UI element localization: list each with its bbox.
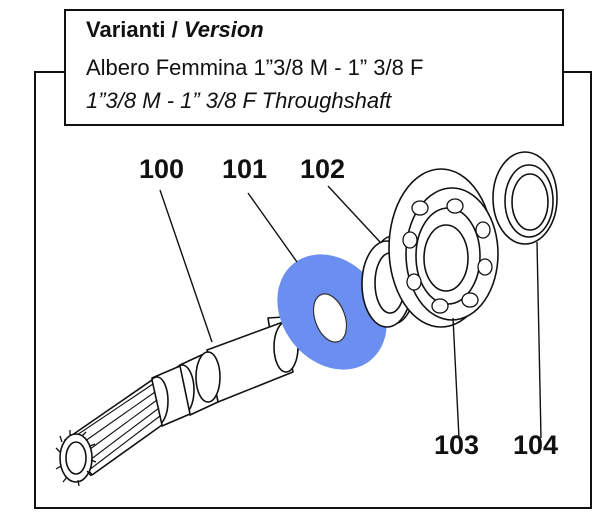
variant-title-it: Varianti bbox=[86, 17, 166, 42]
part-number-101: 101 bbox=[222, 154, 268, 184]
part-number-104: 104 bbox=[513, 430, 559, 460]
part-number-102: 102 bbox=[300, 154, 346, 184]
variant-description-en: 1”3/8 M - 1” 3/8 F Throughshaft bbox=[86, 88, 392, 113]
part-number-103: 103 bbox=[434, 430, 480, 460]
part-number-100: 100 bbox=[139, 154, 185, 184]
seal-part-104 bbox=[492, 151, 558, 245]
variant-description-it: Albero Femmina 1”3/8 M - 1” 3/8 F bbox=[86, 55, 424, 80]
leader-line-104 bbox=[536, 241, 542, 439]
leader-line-103 bbox=[452, 317, 460, 439]
variant-label-box: Varianti / Version Albero Femmina 1”3/8 … bbox=[64, 9, 564, 126]
bearing-part-103 bbox=[388, 168, 499, 328]
variant-title: Varianti / Version bbox=[86, 17, 264, 43]
leader-line-102 bbox=[327, 185, 381, 243]
leader-line-101 bbox=[247, 192, 298, 263]
variant-title-en: Version bbox=[183, 17, 264, 42]
shaft-part-100 bbox=[55, 315, 310, 487]
leader-line-100 bbox=[159, 189, 213, 343]
washer-part-101 bbox=[277, 254, 387, 370]
variant-title-separator: / bbox=[171, 17, 178, 42]
